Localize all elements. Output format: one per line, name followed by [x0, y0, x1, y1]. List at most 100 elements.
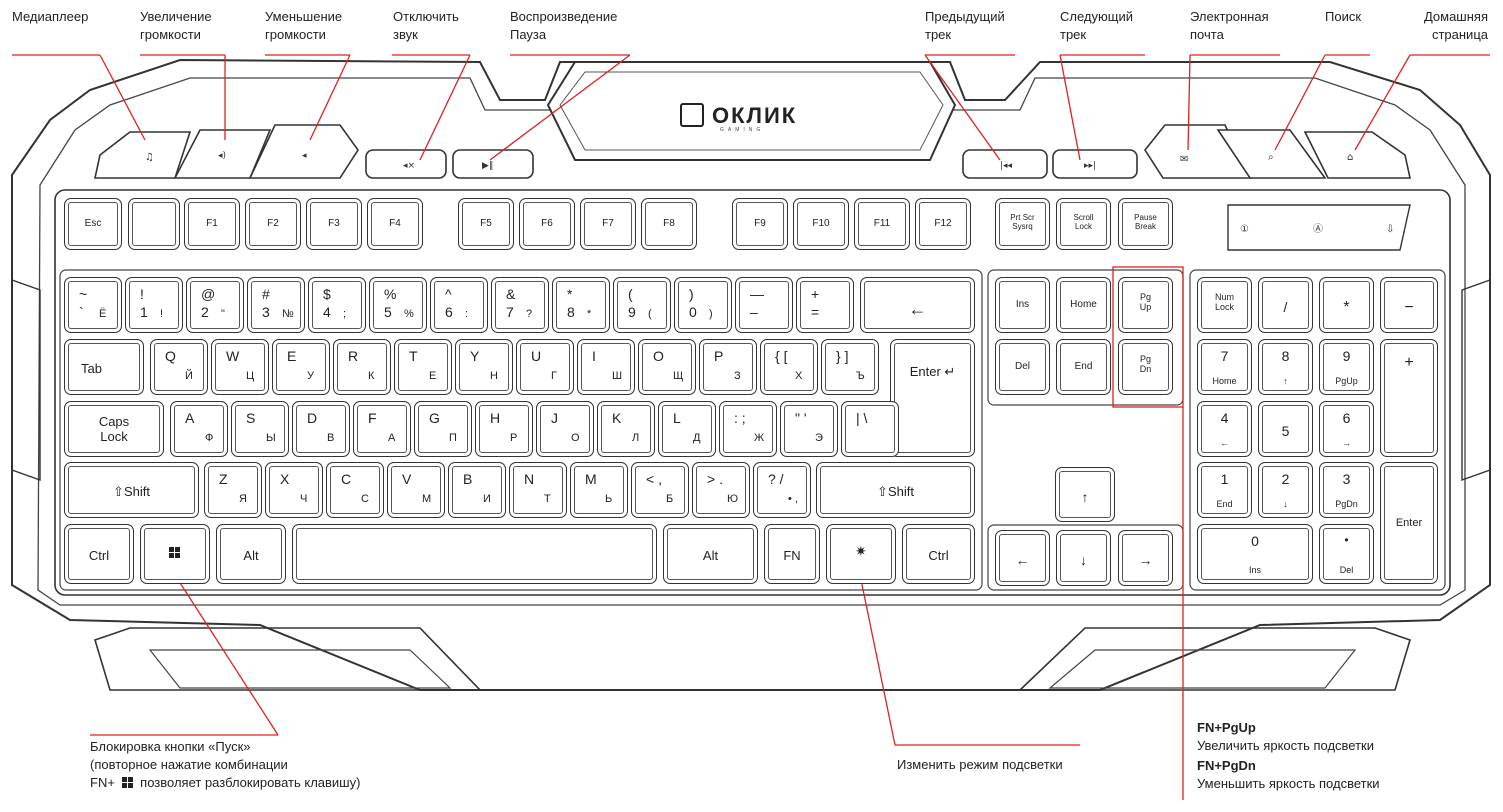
key-num-6[interactable]: ^6: — [430, 277, 488, 333]
key-q-11[interactable]: } ]Ъ — [821, 339, 879, 395]
key-alt-right[interactable]: Alt — [663, 524, 758, 584]
key-z-8[interactable]: > .Ю — [692, 462, 750, 518]
key-end[interactable]: End — [1056, 339, 1111, 395]
key-f8[interactable]: F8 — [641, 198, 697, 250]
key-num-div[interactable]: / — [1258, 277, 1313, 333]
key-backspace[interactable]: ← — [860, 277, 975, 333]
key-f6[interactable]: F6 — [519, 198, 575, 250]
key-num-4[interactable]: $4; — [308, 277, 366, 333]
key-pgup[interactable]: Pg Up — [1118, 277, 1173, 333]
key-rshift[interactable]: ⇧Shift — [816, 462, 975, 518]
key-num-12[interactable]: += — [796, 277, 854, 333]
key-num-7[interactable]: &7? — [491, 277, 549, 333]
key-f1[interactable]: F1 — [184, 198, 240, 250]
key-num-10[interactable]: )0) — [674, 277, 732, 333]
key-pause[interactable]: Pause Break — [1118, 198, 1173, 250]
key-ins[interactable]: Ins — [995, 277, 1050, 333]
key-num8[interactable]: 8↑ — [1258, 339, 1313, 395]
key-f2[interactable]: F2 — [245, 198, 301, 250]
key-pgdn[interactable]: Pg Dn — [1118, 339, 1173, 395]
key-f7[interactable]: F7 — [580, 198, 636, 250]
key-prtscr[interactable]: Prt Scr Sysrq — [995, 198, 1050, 250]
key-left[interactable]: ← — [995, 530, 1050, 586]
key-f12[interactable]: F12 — [915, 198, 971, 250]
key-a-9[interactable]: : ;Ж — [719, 401, 777, 457]
key-tab[interactable]: Tab — [64, 339, 144, 395]
key-num-9[interactable]: (9( — [613, 277, 671, 333]
key-z-9[interactable]: ? /• , — [753, 462, 811, 518]
key-numlock[interactable]: Num Lock — [1197, 277, 1252, 333]
key-num6[interactable]: 6→ — [1319, 401, 1374, 457]
key-num5[interactable]: 5 — [1258, 401, 1313, 457]
key-lshift[interactable]: ⇧Shift — [64, 462, 199, 518]
key-num-1[interactable]: !1! — [125, 277, 183, 333]
key-enter[interactable]: Enter ↵ — [890, 339, 975, 457]
key-num-11[interactable]: —– — [735, 277, 793, 333]
key-down[interactable]: ↓ — [1056, 530, 1111, 586]
key-home[interactable]: Home — [1056, 277, 1111, 333]
key-f4[interactable]: F4 — [367, 198, 423, 250]
key-num-enter[interactable]: Enter — [1380, 462, 1438, 584]
key-num-mul[interactable]: * — [1319, 277, 1374, 333]
key-fn[interactable]: FN — [764, 524, 820, 584]
key-num-8[interactable]: *8* — [552, 277, 610, 333]
key-f10[interactable]: F10 — [793, 198, 849, 250]
key-blank[interactable] — [128, 198, 180, 250]
key-space[interactable] — [292, 524, 657, 584]
key-f3[interactable]: F3 — [306, 198, 362, 250]
key-q-10[interactable]: { [Х — [760, 339, 818, 395]
key-num2[interactable]: 2↓ — [1258, 462, 1313, 518]
key-del[interactable]: Del — [995, 339, 1050, 395]
key-caps[interactable]: Caps Lock — [64, 401, 164, 457]
key-num-0[interactable]: ~`Ё — [64, 277, 122, 333]
key-scroll[interactable]: Scroll Lock — [1056, 198, 1111, 250]
key-f5[interactable]: F5 — [458, 198, 514, 250]
key-f11[interactable]: F11 — [854, 198, 910, 250]
key-up[interactable]: ↑ — [1055, 467, 1115, 522]
key-right[interactable]: → — [1118, 530, 1173, 586]
key-windows[interactable] — [140, 524, 210, 584]
key-ctrl-right[interactable]: Ctrl — [902, 524, 975, 584]
key-z-7[interactable]: < ,Б — [631, 462, 689, 518]
key-a-11[interactable]: | \ — [841, 401, 899, 457]
key-num-5[interactable]: %5% — [369, 277, 427, 333]
key-backlight[interactable]: ✷ — [826, 524, 896, 584]
key-num-plus[interactable]: + — [1380, 339, 1438, 457]
key-a-10[interactable]: " 'Э — [780, 401, 838, 457]
key-num-minus[interactable]: − — [1380, 277, 1438, 333]
key-esc[interactable]: Esc — [64, 198, 122, 250]
key-num4[interactable]: 4← — [1197, 401, 1252, 457]
key-alt-left[interactable]: Alt — [216, 524, 286, 584]
key-f9[interactable]: F9 — [732, 198, 788, 250]
key-ctrl-left[interactable]: Ctrl — [64, 524, 134, 584]
